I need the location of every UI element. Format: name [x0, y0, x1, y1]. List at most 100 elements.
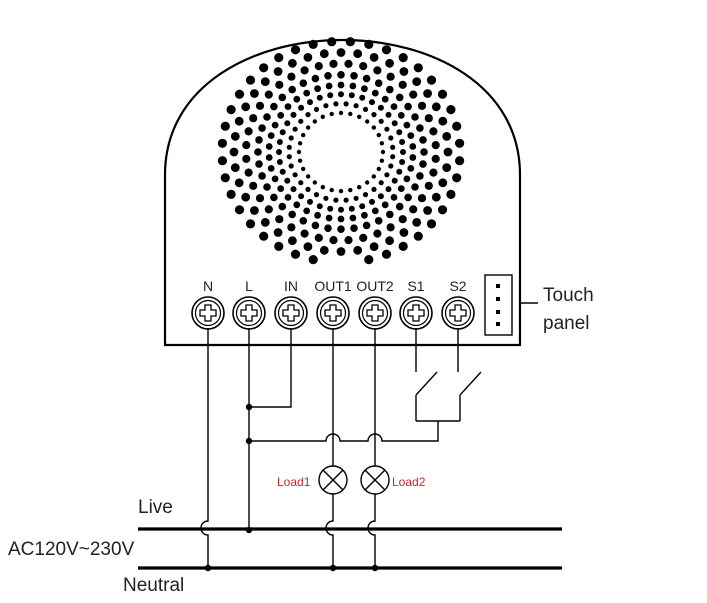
- switch-s2: [457, 328, 482, 421]
- grille-hole: [404, 193, 412, 202]
- grille-hole: [303, 242, 313, 252]
- grille-hole: [371, 186, 377, 192]
- grille-hole: [424, 181, 433, 190]
- grille-hole: [301, 166, 306, 172]
- grille-hole: [329, 187, 334, 193]
- grille-hole: [362, 221, 371, 230]
- terminal-screw-out2-icon: [358, 296, 392, 330]
- grille-hole: [443, 147, 453, 157]
- grille-hole: [452, 173, 462, 183]
- grille-hole: [409, 90, 418, 99]
- grille-hole: [353, 245, 363, 255]
- speaker-grille: [217, 37, 465, 265]
- grille-hole: [437, 205, 448, 215]
- grille-hole: [374, 217, 383, 225]
- grille-hole: [377, 104, 384, 111]
- grille-hole: [313, 192, 320, 198]
- grille-hole: [327, 37, 337, 47]
- grille-hole: [323, 103, 329, 109]
- grille-hole: [270, 102, 278, 111]
- grille-hole: [376, 166, 381, 172]
- grille-hole: [409, 143, 417, 150]
- grille-hole: [277, 185, 285, 193]
- grille-hole: [324, 224, 332, 232]
- grille-hole: [357, 114, 362, 120]
- grille-hole: [290, 249, 301, 259]
- grille-hole: [286, 144, 292, 150]
- grille-hole: [391, 177, 398, 184]
- grille-hole: [259, 231, 269, 241]
- grille-hole: [314, 85, 321, 93]
- grille-hole: [255, 160, 263, 168]
- grille-hole: [384, 126, 390, 132]
- grille-hole: [278, 202, 287, 211]
- grille-hole: [234, 89, 245, 99]
- grille-hole: [226, 189, 236, 199]
- grille-hole: [279, 168, 286, 175]
- grille-hole: [245, 219, 256, 229]
- grille-hole: [244, 127, 253, 136]
- grille-hole: [308, 39, 318, 50]
- switch-s1: [415, 328, 438, 421]
- grille-hole: [348, 205, 355, 212]
- grille-hole: [403, 121, 411, 129]
- grille-hole: [350, 224, 358, 232]
- terminal-screws: [191, 296, 475, 330]
- grille-hole: [303, 207, 311, 215]
- grille-hole: [319, 49, 329, 59]
- grille-hole: [378, 118, 384, 124]
- load2-label: Load2: [392, 475, 426, 489]
- grille-hole: [338, 91, 344, 98]
- grille-hole: [234, 178, 244, 188]
- grille-hole: [306, 174, 311, 179]
- grille-hole: [359, 62, 368, 71]
- grille-hole: [381, 45, 392, 55]
- grille-hole: [296, 149, 302, 155]
- grille-hole: [250, 206, 259, 215]
- grille-hole: [398, 80, 407, 89]
- grille-hole: [376, 132, 381, 138]
- grille-hole: [369, 242, 379, 252]
- grille-hole: [311, 74, 320, 83]
- grille-hole: [325, 82, 333, 90]
- grille-hole: [385, 236, 394, 246]
- grille-hole: [423, 89, 432, 98]
- grille-hole: [452, 121, 462, 131]
- grille-hole: [300, 229, 309, 238]
- grille-hole: [390, 103, 398, 110]
- grille-hole: [412, 77, 422, 86]
- grille-hole: [386, 85, 394, 94]
- grille-hole: [307, 99, 313, 106]
- grille-hole: [416, 172, 424, 180]
- terminal-screw-s1-icon: [399, 296, 433, 330]
- grille-hole: [264, 205, 273, 214]
- grille-hole: [407, 132, 415, 140]
- terminal-screw-l-icon: [232, 296, 266, 330]
- grille-hole: [390, 144, 396, 150]
- grille-hole: [229, 147, 239, 157]
- terminal-screw-n-icon: [191, 296, 225, 330]
- wire-l-to-switches: [249, 420, 460, 442]
- grille-hole: [329, 236, 338, 245]
- grille-hole: [324, 72, 332, 80]
- grille-hole: [230, 163, 240, 173]
- grille-hole: [255, 136, 263, 144]
- grille-hole: [276, 159, 283, 165]
- grille-hole: [338, 206, 344, 213]
- grille-hole: [242, 141, 251, 150]
- grille-hole: [299, 79, 308, 87]
- grille-hole: [325, 214, 333, 222]
- grille-hole: [386, 72, 395, 81]
- grille-hole: [377, 193, 384, 200]
- grille-hole: [386, 210, 394, 219]
- grille-hole: [431, 154, 440, 163]
- grille-hole: [337, 81, 345, 89]
- grille-hole: [373, 229, 382, 238]
- grille-hole: [245, 75, 256, 85]
- grille-hole: [419, 136, 427, 144]
- grille-hole: [329, 59, 338, 68]
- grille-hole: [327, 92, 334, 99]
- grille-hole: [429, 127, 438, 136]
- grille-hole: [374, 79, 383, 87]
